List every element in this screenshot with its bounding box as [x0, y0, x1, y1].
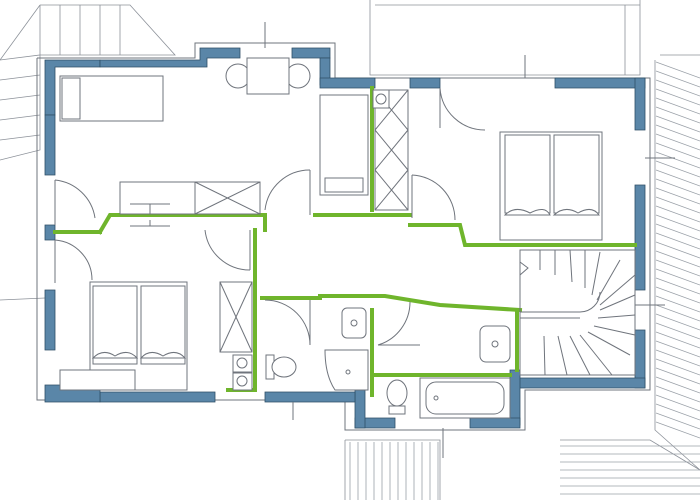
- roof-hatch-line: [655, 97, 700, 115]
- roof-hatch-line: [655, 187, 700, 205]
- door-swing-icon: [264, 299, 311, 346]
- roof-hatch-line: [655, 340, 700, 358]
- roof-hatch-line: [655, 286, 700, 304]
- roof-hatch-line: [655, 70, 700, 88]
- interior-partitions: [53, 86, 637, 397]
- sink-icon: [341, 307, 367, 339]
- roof-east-icon: [654, 54, 700, 471]
- roof-hatch-line: [655, 250, 700, 268]
- roof-hatch-line: [655, 169, 700, 187]
- roof-hatch-line: [655, 421, 700, 439]
- roof-ne-icon: [369, 0, 641, 76]
- roof-hatch-line: [655, 313, 700, 331]
- toilet-icon: [265, 354, 297, 380]
- bed-icon: [59, 281, 188, 391]
- roof-hatch-line: [655, 142, 700, 160]
- bed-icon: [59, 75, 164, 122]
- roof-hatch-line: [655, 88, 700, 106]
- door-swing-icon: [411, 55, 675, 221]
- bathtub-icon: [419, 377, 511, 419]
- roof-hatch-line: [655, 151, 700, 169]
- toilet-icon: [386, 379, 408, 415]
- door-swing-icon: [54, 22, 311, 283]
- roof-hatch-line: [655, 367, 700, 385]
- wardrobe-icon: [219, 281, 253, 353]
- roof-hatch-line: [655, 214, 700, 232]
- roof-nw-icon: [0, 4, 176, 301]
- roof-hatch-line: [655, 124, 700, 142]
- roof-hatch-line: [655, 160, 700, 178]
- roof-hatch-line: [655, 178, 700, 196]
- roof-hatch-line: [655, 268, 700, 286]
- roof-hatch-line: [655, 331, 700, 349]
- bed-icon: [499, 131, 603, 241]
- roof-hatch-line: [655, 349, 700, 367]
- roof-hatch-line: [655, 133, 700, 151]
- boiler-icon: [372, 89, 390, 109]
- roof-hatch-line: [655, 277, 700, 295]
- roof-hatch-line: [655, 376, 700, 394]
- roof-hatch-line: [655, 394, 700, 412]
- roof-hatch-line: [655, 232, 700, 250]
- roof-hatch-line: [655, 295, 700, 313]
- chair-icon: [130, 203, 170, 227]
- roof-hatch-line: [655, 403, 700, 421]
- sink-icon: [225, 57, 311, 95]
- roof-hatch-line: [655, 106, 700, 124]
- roof-hatch-line: [655, 196, 700, 214]
- roof-south-icon: [344, 439, 700, 500]
- roof-hatch-line: [655, 79, 700, 97]
- sink-icon: [479, 325, 511, 363]
- wardrobe-icon: [319, 89, 409, 211]
- roof-hatch-line: [655, 241, 700, 259]
- door-swing-icon: [377, 301, 420, 346]
- roof-hatch-line: [655, 385, 700, 403]
- desk-icon: [119, 181, 261, 215]
- roof-hatch-line: [655, 412, 700, 430]
- roof-hatch-line: [655, 322, 700, 340]
- roof-hatch-line: [655, 115, 700, 133]
- roof-hatch-line: [655, 259, 700, 277]
- roof-hatch-line: [655, 61, 700, 79]
- shower-icon: [324, 349, 369, 391]
- roof-hatch-line: [655, 205, 700, 223]
- roof-hatch-line: [655, 223, 700, 241]
- roof-hatch-line: [655, 358, 700, 376]
- laundry-icon: [232, 354, 253, 391]
- roof-hatch-line: [655, 304, 700, 322]
- stair-icon: [519, 249, 665, 376]
